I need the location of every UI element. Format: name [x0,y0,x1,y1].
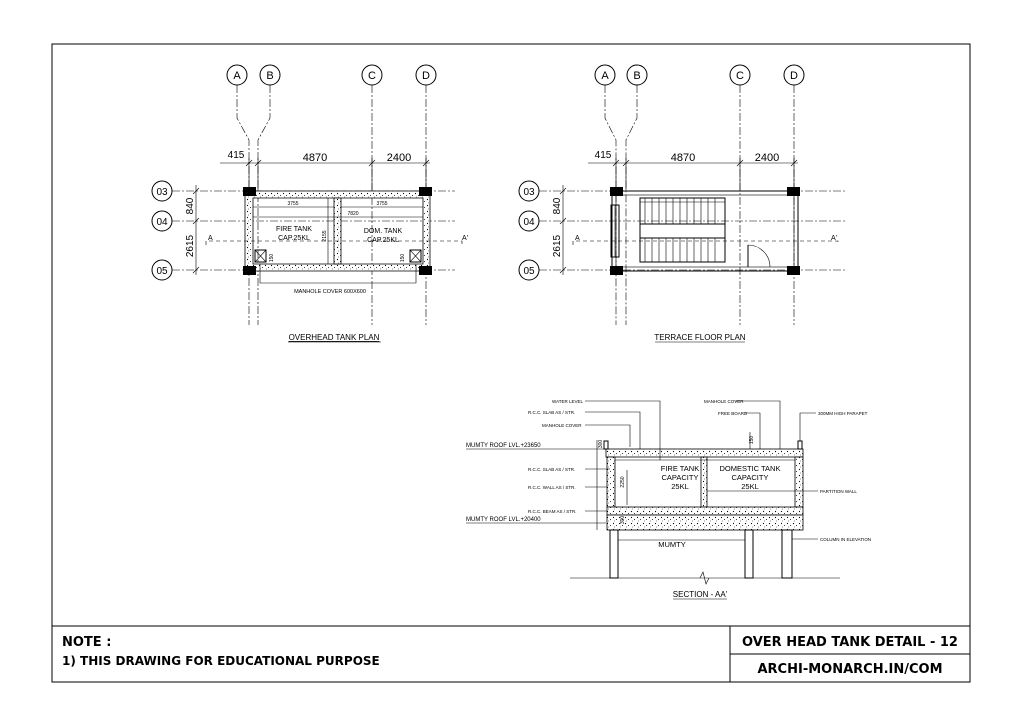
terrace-floor-plan: A B C D 03 04 05 415 [518,64,845,343]
plan2-section-mark-a: A [575,235,580,242]
section-dim-300b: 300 [620,516,626,525]
plan1-manhole-note: MANHOLE COVER 600X600 [294,289,366,295]
plan1-section-mark-a-prime: A' [462,235,468,242]
plan1-grid-col-b: B [266,70,273,82]
plan2-grid-rows: 03 04 05 [518,180,540,281]
section-label-column: COLUMN IN ELEVATION [820,537,871,542]
plan2-dim-2615: 2615 [552,234,563,257]
plan1-title: OVERHEAD TANK PLAN [289,333,380,342]
drawing-title: OVER HEAD TANK DETAIL - 12 [742,635,958,650]
plan2-grid-row-03: 03 [523,187,535,198]
plan1-fire-tank-label: FIRE TANK [276,226,312,233]
note-line: 1) THIS DRAWING FOR EDUCATIONAL PURPOSE [62,654,380,668]
plan1-dom-tank-label: DOM. TANK [364,228,403,235]
plan1-grid-col-c: C [368,70,376,82]
section-label-manhole-left: MANHOLE COVER [542,423,582,428]
plan1-grid-cols: A B C D [226,64,437,86]
section-label-slab-1: R.C.C. SLAB AS / STR. [528,410,575,415]
plan1-section-mark-a: A [208,235,213,242]
plan2-dim-415: 415 [595,150,612,161]
plan1-inner-dim-4: 2155 [322,230,328,241]
section-fire-tank-label: FIRE TANK [661,464,699,473]
section-mumty-label: MUMTY [658,540,686,549]
section-aa: 300 2250 150 300 MUMTY ROOF LVL.+23650 M… [466,399,871,600]
section-fire-tank-vol: 25KL [671,482,689,491]
plan1-inner-dim-5: 150 [269,254,275,263]
website-label: ARCHI-MONARCH.IN/COM [757,662,942,677]
section-domestic-tank-vol: 25KL [741,482,759,491]
plan1-dim-415: 415 [228,150,245,161]
plan2-grid-col-a: A [601,70,609,82]
section-label-beam: R.C.C. BEAM AS / STR. [528,509,577,514]
plan2-section-mark-a-prime: A' [831,235,837,242]
plan2-dim-2400: 2400 [755,152,779,164]
section-label-slab-2: R.C.C. SLAB AS / STR. [528,467,575,472]
plan2-grid-cols: A B C D [594,64,805,86]
section-label-partition: PARTITION WALL [820,489,857,494]
section-fire-tank-cap: CAPACITY [662,473,699,482]
plan2-grid-col-c: C [736,70,744,82]
section-label-manhole-right: MANHOLE COVER [704,399,744,404]
plan1-grid-rows: 03 04 05 [151,180,173,281]
plan2-dim-840: 840 [552,197,563,214]
plan1-dim-4870: 4870 [303,152,327,164]
section-level-top: MUMTY ROOF LVL.+23650 [466,443,541,449]
section-level-bottom: MUMTY ROOF LVL.+20400 [466,517,541,523]
plan1-grid-col-d: D [422,70,430,82]
section-label-water-level: WATER LEVEL [552,399,584,404]
section-label-parapet: 300MM HIGH PARAPET [818,411,868,416]
plan1-fire-tank-cap: CAP.25KL [278,235,310,242]
plan1-inner-dim-2: 3755 [376,201,387,207]
plan1-grid-row-04: 04 [156,217,168,228]
plan1-dim-2400: 2400 [387,152,411,164]
note-title: NOTE : [62,635,111,650]
plan1-dim-840: 840 [185,197,196,214]
plan1-inner-dim-6: 150 [400,254,406,263]
staircase [639,197,726,263]
plan2-title: TERRACE FLOOR PLAN [654,333,745,342]
section-label-wall: R.C.C. WALL AS / STR. [528,485,576,490]
plan1-inner-dim-1: 3755 [287,201,298,207]
section-dim-300: 300 [598,440,604,449]
plan2-grid-col-d: D [790,70,798,82]
plan1-grid-row-03: 03 [156,187,168,198]
plan1-inner-dim-3: 7820 [347,211,358,217]
section-label-free-board: FREE BOARD [718,411,748,416]
section-dim-2250: 2250 [620,476,626,487]
plan2-grid-row-05: 05 [523,266,535,277]
plan1-grid-row-05: 05 [156,266,168,277]
plan1-grid-col-a: A [233,70,241,82]
section-title: SECTION - AA' [673,590,728,599]
sheet-border [51,43,971,683]
plan2-grid-row-04: 04 [523,217,535,228]
overhead-tank-plan: A B C D 03 04 05 [151,64,468,343]
section-domestic-tank-cap: CAPACITY [732,473,769,482]
section-dim-150: 150 [749,436,755,445]
plan1-dom-tank-cap: CAP.25KL [367,237,399,244]
plan1-dim-2615: 2615 [185,234,196,257]
plan2-grid-col-b: B [633,70,640,82]
section-domestic-tank-label: DOMESTIC TANK [720,464,781,473]
plan2-dim-4870: 4870 [671,152,695,164]
